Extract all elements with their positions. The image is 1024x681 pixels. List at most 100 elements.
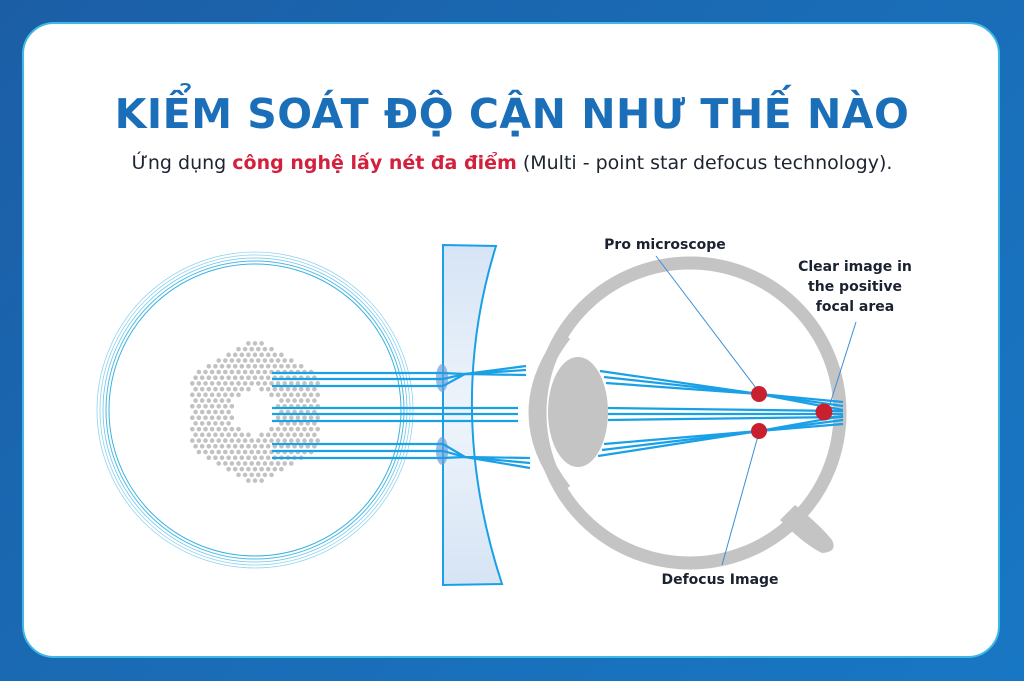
defocus-dot	[295, 438, 301, 443]
defocus-dot	[213, 421, 218, 426]
defocus-dot	[265, 386, 271, 392]
defocus-dot	[242, 461, 248, 466]
defocus-dot	[249, 438, 254, 443]
defocus-dot	[229, 449, 235, 455]
defocus-dot	[252, 352, 258, 358]
defocus-dot	[232, 443, 238, 449]
defocus-dot	[289, 358, 294, 363]
defocus-dot	[203, 369, 208, 375]
defocus-dot	[226, 409, 231, 415]
defocus-dot	[199, 432, 205, 438]
defocus-dot	[275, 461, 281, 466]
defocus-dot	[216, 461, 221, 466]
defocus-dot	[229, 403, 235, 409]
defocus-dot	[265, 455, 271, 461]
defocus-dot	[196, 449, 202, 455]
defocus-dot	[269, 438, 274, 443]
defocus-dot	[292, 443, 297, 449]
defocus-dot	[249, 369, 254, 375]
defocus-dot	[252, 375, 258, 381]
defocus-dot	[216, 438, 221, 443]
defocus-dot	[206, 375, 212, 381]
defocus-dot	[292, 363, 297, 369]
defocus-dot	[236, 346, 241, 352]
defocus-dot	[196, 392, 202, 398]
defocus-dot	[282, 426, 288, 432]
subtitle-highlight: công nghệ lấy nét đa điểm	[232, 152, 517, 174]
defocus-dot	[236, 426, 241, 432]
defocus-dot	[213, 398, 218, 403]
subtitle: Ứng dụng công nghệ lấy nét đa điểm (Mult…	[0, 152, 1024, 174]
myopic-defocus-point-bottom	[751, 423, 767, 439]
defocus-dot	[242, 449, 248, 455]
defocus-dot	[255, 369, 261, 375]
defocus-dot	[262, 461, 268, 466]
defocus-dot	[289, 381, 294, 386]
defocus-dot	[249, 346, 254, 352]
defocus-dot	[308, 415, 314, 421]
defocus-dot	[213, 363, 218, 369]
defocus-dot	[232, 466, 238, 472]
defocus-dot	[246, 341, 251, 346]
defocus-dot	[242, 369, 248, 375]
defocus-dot	[219, 455, 225, 461]
defocus-dot	[236, 472, 241, 478]
defocus-dot	[272, 363, 278, 369]
defocus-dot	[203, 381, 208, 386]
defocus-dot	[229, 415, 235, 421]
defocus-dot	[246, 363, 251, 369]
defocus-dot	[252, 478, 258, 483]
defocus-dot	[285, 421, 291, 426]
defocus-dot	[219, 398, 225, 403]
defocus-dot	[236, 358, 241, 363]
leader-lines	[655, 255, 857, 566]
defocus-dot	[302, 438, 307, 443]
defocus-dot	[275, 392, 281, 398]
defocus-dot	[229, 461, 235, 466]
defocus-dot	[199, 443, 205, 449]
defocus-dot	[269, 358, 274, 363]
defocus-dot	[279, 398, 284, 403]
lens-rings	[96, 251, 414, 569]
defocus-dot	[308, 392, 314, 398]
defocus-dot	[229, 392, 235, 398]
defocus-dot	[190, 415, 195, 421]
defocus-dot	[269, 426, 274, 432]
defocus-dot	[232, 363, 238, 369]
defocus-dot	[213, 443, 218, 449]
defocus-dot	[239, 375, 245, 381]
defocus-dot	[302, 381, 307, 386]
defocus-dot	[272, 466, 278, 472]
defocus-dot	[199, 398, 205, 403]
defocus-dot	[239, 352, 245, 358]
defocus-dot	[209, 426, 215, 432]
defocus-dot	[305, 398, 311, 403]
defocus-dot	[262, 472, 268, 478]
defocus-dot	[206, 421, 212, 426]
defocus-dot	[236, 438, 241, 443]
defocus-dot	[199, 421, 205, 426]
defocus-dot	[206, 386, 212, 392]
defocus-dot	[223, 369, 228, 375]
defocus-dot	[206, 398, 212, 403]
defocus-dot	[305, 443, 311, 449]
defocus-dot	[269, 472, 274, 478]
label-defocus-image: Defocus Image	[661, 572, 779, 588]
defocus-dot	[226, 375, 231, 381]
defocus-dot	[269, 461, 274, 466]
defocus-dot	[226, 466, 231, 472]
defocus-dot	[295, 392, 301, 398]
defocus-dot	[213, 432, 218, 438]
defocus-dot	[196, 403, 202, 409]
defocus-dot	[223, 415, 228, 421]
defocus-dot	[259, 455, 264, 461]
defocus-dot	[265, 432, 271, 438]
defocus-dot	[279, 432, 284, 438]
defocus-dot	[239, 443, 245, 449]
defocus-dot	[295, 381, 301, 386]
defocus-dot	[289, 461, 294, 466]
defocus-dot	[252, 466, 258, 472]
defocus-dot	[305, 432, 311, 438]
defocus-dot	[209, 415, 215, 421]
